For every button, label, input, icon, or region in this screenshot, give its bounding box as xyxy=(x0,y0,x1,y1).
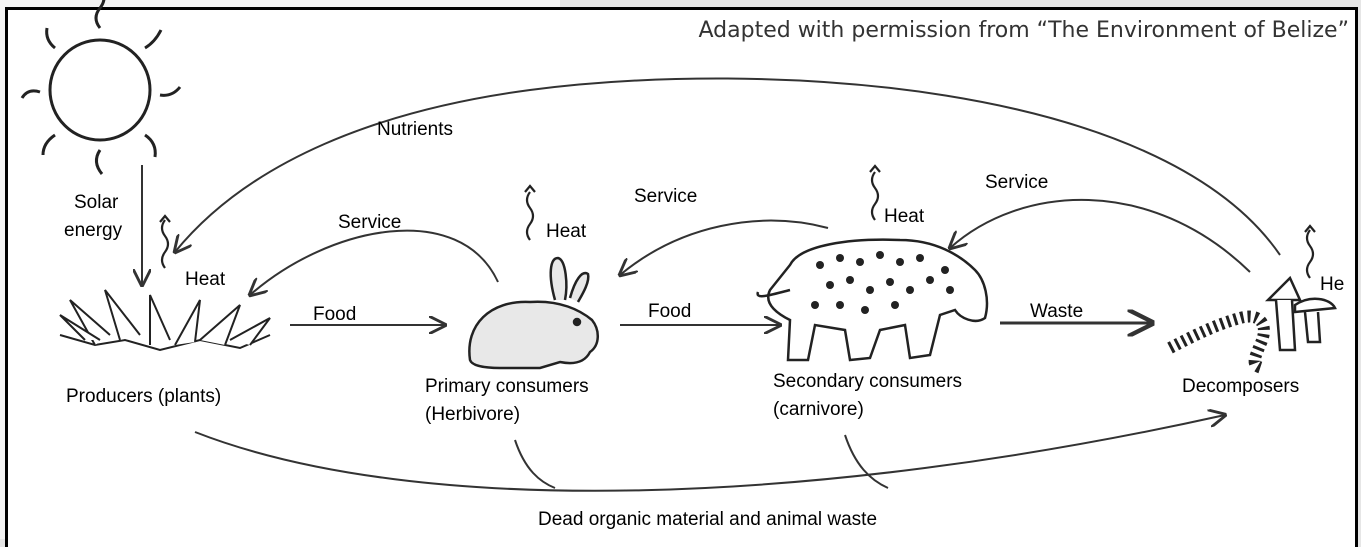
dead-organic-label: Dead organic material and animal waste xyxy=(538,509,877,530)
heat-label-primary: Heat xyxy=(546,221,587,242)
sun-icon xyxy=(22,0,180,174)
worm-icon xyxy=(1170,317,1264,368)
heat-wave-icon xyxy=(160,166,1315,278)
nutrients-label: Nutrients xyxy=(377,119,453,140)
food-label-1: Food xyxy=(313,304,356,325)
service-arrow-3 xyxy=(950,200,1250,272)
primary-consumers-label-line1: Primary consumers xyxy=(425,376,589,397)
jaguar-icon xyxy=(758,240,987,360)
service-label-3: Service xyxy=(985,172,1048,193)
primary-to-dead-line xyxy=(515,440,555,488)
dead-organic-arrow xyxy=(195,415,1225,491)
solar-energy-label-line2: energy xyxy=(64,220,123,241)
heat-label-decomposers: He xyxy=(1320,274,1344,295)
secondary-consumers-label-line1: Secondary consumers xyxy=(773,371,962,392)
rabbit-icon xyxy=(469,258,597,368)
heat-label-producers: Heat xyxy=(185,269,226,290)
waste-label: Waste xyxy=(1030,301,1083,322)
service-label-1: Service xyxy=(338,212,401,233)
service-label-2: Service xyxy=(634,186,697,207)
secondary-consumers-label-line2: (carnivore) xyxy=(773,399,864,420)
secondary-to-dead-line xyxy=(845,435,888,488)
decomposers-label: Decomposers xyxy=(1182,376,1299,397)
service-arrow-1 xyxy=(250,231,498,295)
producers-label: Producers (plants) xyxy=(66,386,221,407)
heat-label-secondary: Heat xyxy=(884,206,925,227)
plant-icon xyxy=(60,290,270,350)
arrows xyxy=(142,78,1280,490)
food-label-2: Food xyxy=(648,301,691,322)
primary-consumers-label-line2: (Herbivore) xyxy=(425,404,520,425)
solar-energy-label-line1: Solar xyxy=(74,192,119,213)
